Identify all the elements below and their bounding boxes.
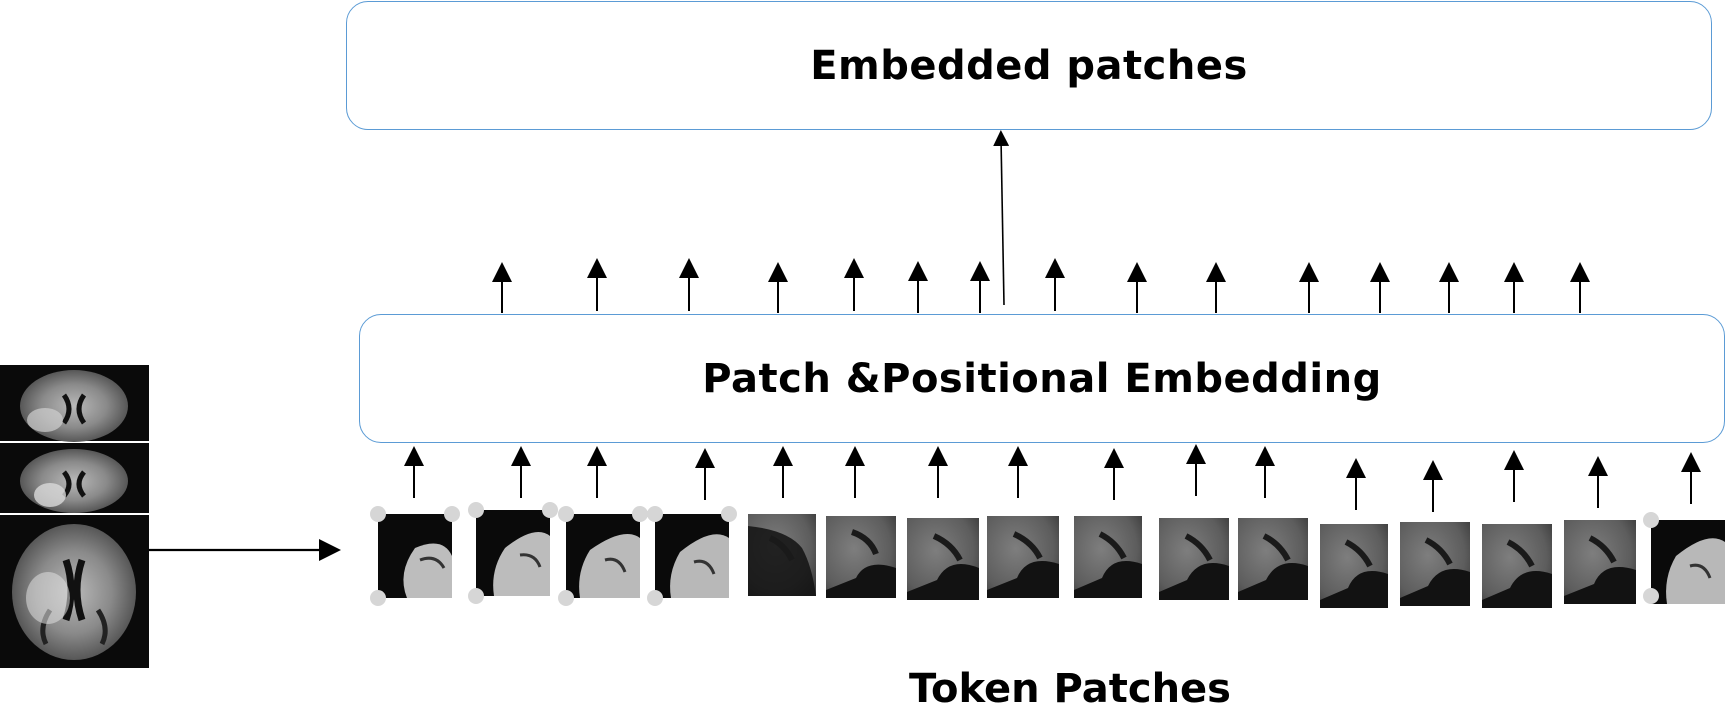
mri-slice-middle bbox=[0, 443, 149, 513]
token-patch bbox=[370, 506, 460, 606]
token-patch bbox=[468, 502, 558, 604]
patch-positional-embedding-box: Patch &Positional Embedding bbox=[359, 314, 1725, 443]
token-patch bbox=[558, 506, 648, 606]
mri-slice-top bbox=[0, 365, 149, 442]
token-patch bbox=[1238, 518, 1308, 600]
input-mri-stack bbox=[0, 365, 149, 668]
embedded-patches-box: Embedded patches bbox=[346, 1, 1712, 130]
token-patch bbox=[647, 506, 737, 606]
token-patch bbox=[1074, 516, 1142, 598]
mri-slice-bottom bbox=[0, 515, 149, 668]
token-patches-label: Token Patches bbox=[909, 666, 1231, 712]
token-patches bbox=[370, 502, 1725, 608]
embedding-output-arrow bbox=[993, 130, 1010, 306]
token-patch bbox=[907, 518, 979, 600]
token-patch bbox=[1320, 524, 1388, 608]
token-patch bbox=[1159, 518, 1229, 600]
embedded-patches-label: Embedded patches bbox=[810, 42, 1248, 89]
token-patch bbox=[1400, 522, 1470, 606]
token-patch bbox=[1482, 524, 1552, 608]
upper-arrows bbox=[492, 258, 1590, 313]
token-patch bbox=[1564, 520, 1636, 604]
token-patch bbox=[1643, 512, 1725, 604]
token-patch bbox=[826, 516, 896, 598]
token-patch bbox=[748, 514, 816, 596]
lower-arrows bbox=[404, 444, 1701, 512]
token-patch bbox=[987, 516, 1059, 598]
patch-positional-embedding-label: Patch &Positional Embedding bbox=[702, 355, 1382, 402]
